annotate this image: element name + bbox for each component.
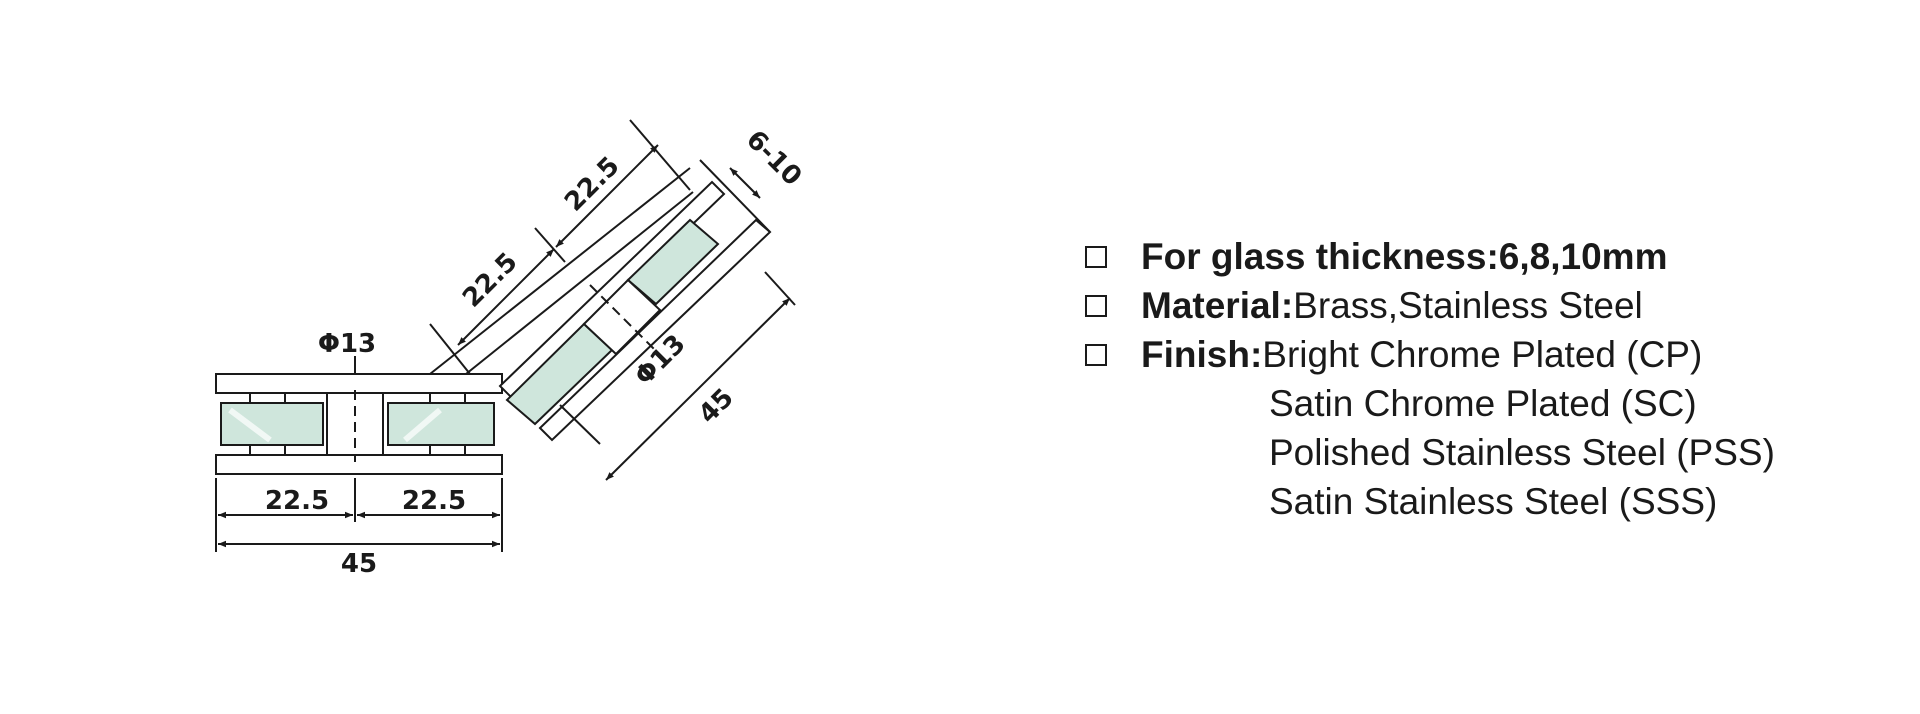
- checkbox-icon: [1085, 245, 1107, 268]
- finish-option: Polished Stainless Steel (PSS): [1269, 432, 1775, 473]
- spec-material: Material: Brass,Stainless Steel: [1085, 281, 1775, 330]
- bottom-clamp-plate: [215, 454, 503, 475]
- glass-panel-left: [220, 402, 324, 446]
- spec-label: Finish:: [1141, 334, 1263, 375]
- left-dim-half-right: 22.5: [402, 486, 466, 516]
- checkbox-icon: [1085, 343, 1107, 366]
- left-diameter-label: Φ13: [318, 329, 376, 359]
- angled-inner-plate: [498, 180, 726, 400]
- spec-label: For glass thickness:: [1141, 236, 1499, 277]
- right-dim-total: 45: [693, 383, 740, 430]
- right-dim-half-upper: 22.5: [559, 151, 626, 218]
- spec-value: Brass,Stainless Steel: [1293, 285, 1643, 326]
- right-dim-half-lower: 22.5: [457, 247, 524, 314]
- straight-hinge-view: [215, 356, 503, 552]
- left-dim-half-left: 22.5: [265, 486, 329, 516]
- finish-option: Satin Stainless Steel (SSS): [1269, 481, 1718, 522]
- spec-finish: Finish: Bright Chrome Plated (CP): [1085, 330, 1775, 379]
- right-dim-thickness: 6-10: [740, 125, 807, 192]
- glass-panel-angled-upper: [626, 218, 720, 306]
- specifications-list: For glass thickness: 6,8,10mm Material: …: [1085, 232, 1775, 526]
- finish-option: Bright Chrome Plated (CP): [1262, 334, 1703, 375]
- top-clamp-plate: [215, 373, 503, 394]
- spec-value: 6,8,10mm: [1498, 236, 1668, 277]
- angled-hinge-view: [429, 119, 796, 481]
- spec-label: Material:: [1141, 285, 1294, 326]
- checkbox-icon: [1085, 294, 1107, 317]
- left-dim-total: 45: [341, 549, 377, 579]
- finish-option: Satin Chrome Plated (SC): [1269, 383, 1697, 424]
- spec-glass-thickness: For glass thickness: 6,8,10mm: [1085, 232, 1775, 281]
